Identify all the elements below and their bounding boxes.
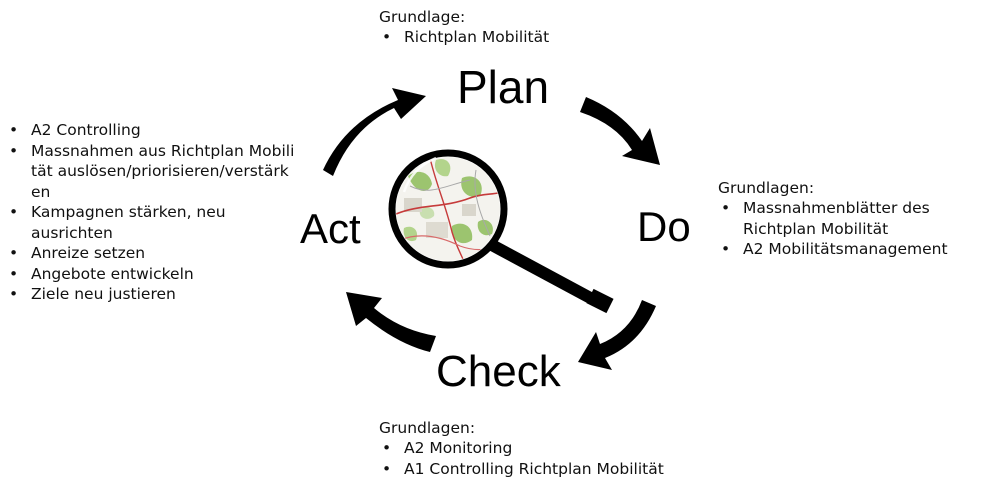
list-item: Angebote entwickeln [6,264,296,285]
do-notes-list: Massnahmenblätter des Richtplan Mobilitä… [718,198,983,260]
curved-arrow-icon [346,292,436,352]
plan-notes: Grundlage: Richtplan Mobilität [379,7,549,48]
list-item: A1 Controlling Richtplan Mobilität [379,459,664,480]
do-notes-heading: Grundlagen: [718,179,815,197]
list-item: A2 Controlling [6,120,296,141]
check-notes: Grundlagen: A2 Monitoring A1 Controlling… [379,418,664,479]
act-notes: A2 Controlling Massnahmen aus Richtplan … [6,120,296,305]
list-item: Anreize setzen [6,243,296,264]
plan-notes-heading: Grundlage: [379,8,466,26]
list-item: Massnahmen aus Richtplan Mobilität auslö… [6,141,296,203]
phase-act-label: Act [300,205,361,252]
act-notes-list: A2 Controlling Massnahmen aus Richtplan … [6,120,296,305]
map-icon [396,157,500,261]
list-item: Massnahmenblätter des Richtplan Mobilitä… [718,198,948,239]
curved-arrow-icon [580,97,660,165]
list-item: Ziele neu justieren [6,284,296,305]
curved-arrow-icon [323,88,426,176]
phase-check-label: Check [436,347,561,396]
list-item: Kampagnen stärken, neu ausrichten [6,202,261,243]
magnifying-glass-icon [388,149,614,314]
plan-notes-list: Richtplan Mobilität [379,27,549,48]
curved-arrow-icon [578,300,656,370]
list-item: Richtplan Mobilität [379,27,549,48]
check-notes-heading: Grundlagen: [379,419,476,437]
list-item: A2 Mobilitätsmanagement [718,239,983,260]
do-notes: Grundlagen: Massnahmenblätter des Richtp… [718,178,983,260]
phase-do-label: Do [637,203,691,250]
list-item: A2 Monitoring [379,438,664,459]
phase-plan-label: Plan [457,61,550,113]
check-notes-list: A2 Monitoring A1 Controlling Richtplan M… [379,438,664,479]
